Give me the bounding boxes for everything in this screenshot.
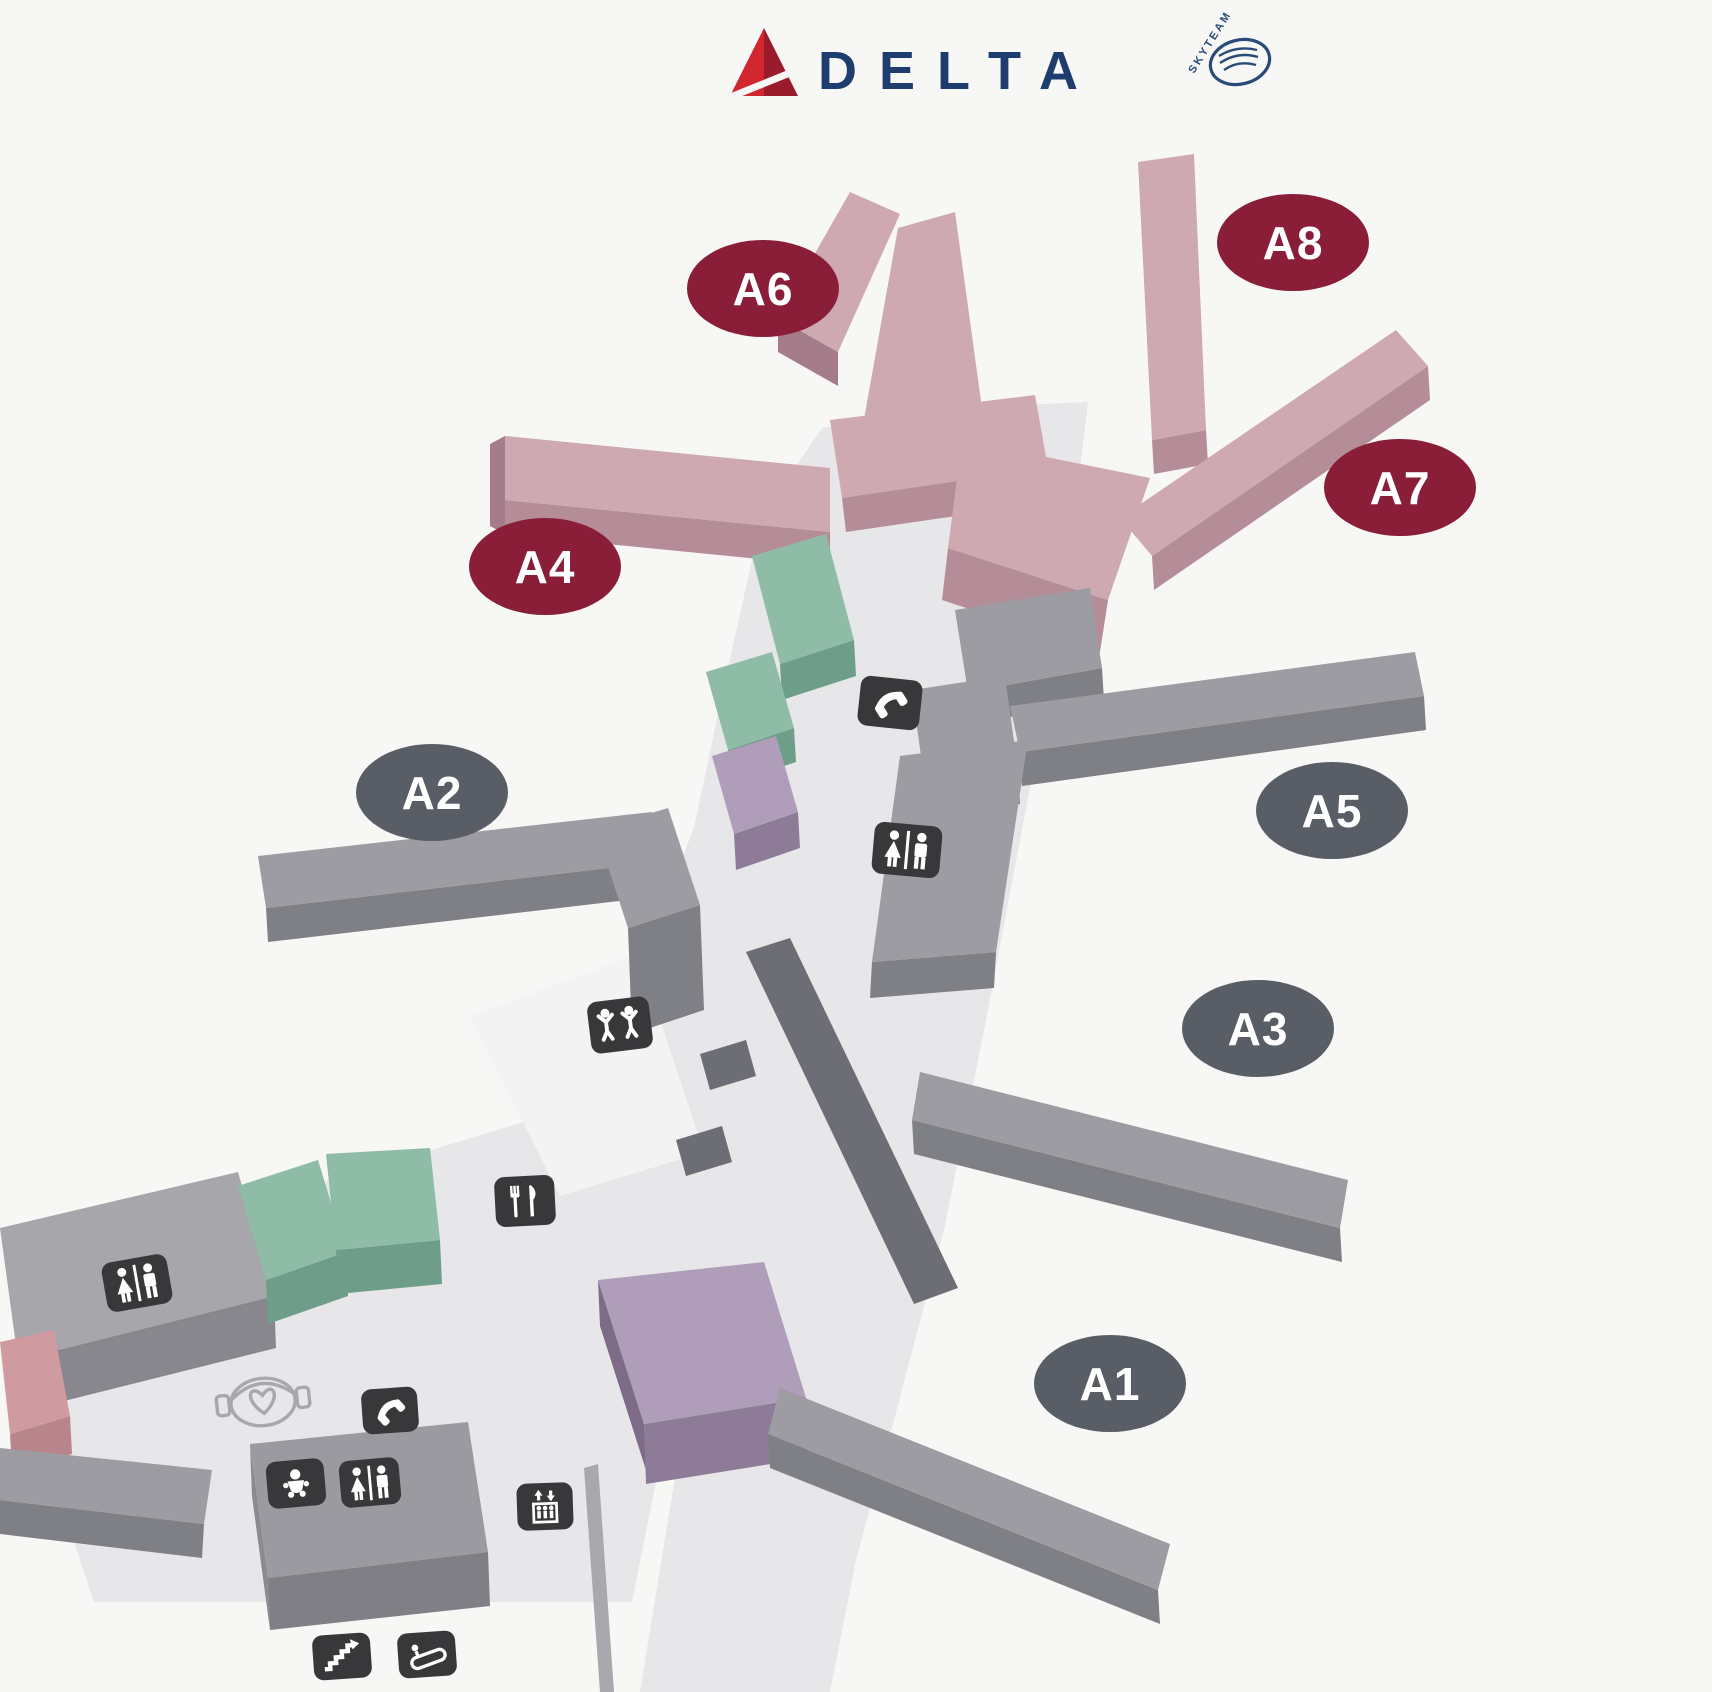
pier-a8 bbox=[1138, 154, 1208, 474]
block-purple-small bbox=[712, 736, 800, 870]
elevator-icon bbox=[516, 1482, 574, 1531]
gate-label: A3 bbox=[1227, 1002, 1289, 1055]
gate-label: A8 bbox=[1262, 216, 1324, 269]
telephone-icon bbox=[360, 1386, 420, 1435]
restroom-icon bbox=[870, 821, 944, 879]
lactation-suite-logo bbox=[214, 1376, 312, 1428]
delta-wordmark: DELTA bbox=[818, 41, 1100, 101]
block-gray-restroom bbox=[870, 740, 1028, 998]
pier-a4 bbox=[490, 436, 830, 566]
telephone-icon bbox=[856, 674, 924, 732]
gate-badge-a3[interactable]: A3 bbox=[1182, 980, 1334, 1077]
escalator-icon bbox=[396, 1630, 458, 1679]
gate-badge-a4[interactable]: A4 bbox=[469, 518, 621, 615]
block-icon-platform bbox=[250, 1422, 490, 1630]
pier-a1 bbox=[768, 1388, 1170, 1624]
restroom-icon bbox=[100, 1252, 174, 1314]
pier-a7 bbox=[1120, 330, 1430, 590]
gate-badge-a8[interactable]: A8 bbox=[1217, 194, 1369, 291]
gate-badge-a2[interactable]: A2 bbox=[356, 744, 508, 841]
pier-a3 bbox=[912, 1072, 1348, 1262]
gate-badge-a1[interactable]: A1 bbox=[1034, 1335, 1186, 1432]
gate-label: A7 bbox=[1369, 461, 1431, 514]
gate-label: A1 bbox=[1079, 1357, 1141, 1410]
delta-widget-icon bbox=[728, 28, 800, 100]
gate-label: A6 bbox=[732, 262, 794, 315]
wall-bottom-stripe bbox=[584, 1464, 614, 1692]
gate-label: A2 bbox=[401, 766, 463, 819]
pier-left-low bbox=[0, 1448, 212, 1558]
stairs-icon bbox=[311, 1632, 373, 1681]
gate-badge-a6[interactable]: A6 bbox=[687, 240, 839, 337]
gate-badge-a5[interactable]: A5 bbox=[1256, 762, 1408, 859]
block-green-4 bbox=[326, 1148, 442, 1294]
gate-label: A4 bbox=[514, 540, 576, 593]
food-court-icon bbox=[493, 1174, 557, 1228]
block-green-1 bbox=[752, 534, 856, 700]
childrens-play-area-icon bbox=[586, 995, 654, 1055]
restroom-icon bbox=[338, 1456, 402, 1509]
gate-label: A5 bbox=[1301, 784, 1363, 837]
baby-care-icon bbox=[265, 1457, 327, 1510]
skyteam-logo: SKYTEAM bbox=[1186, 9, 1272, 87]
block-purple-large bbox=[598, 1262, 808, 1484]
wall-corridor bbox=[676, 938, 958, 1304]
block-green-3 bbox=[238, 1160, 348, 1324]
gate-badge-a7[interactable]: A7 bbox=[1324, 439, 1476, 536]
